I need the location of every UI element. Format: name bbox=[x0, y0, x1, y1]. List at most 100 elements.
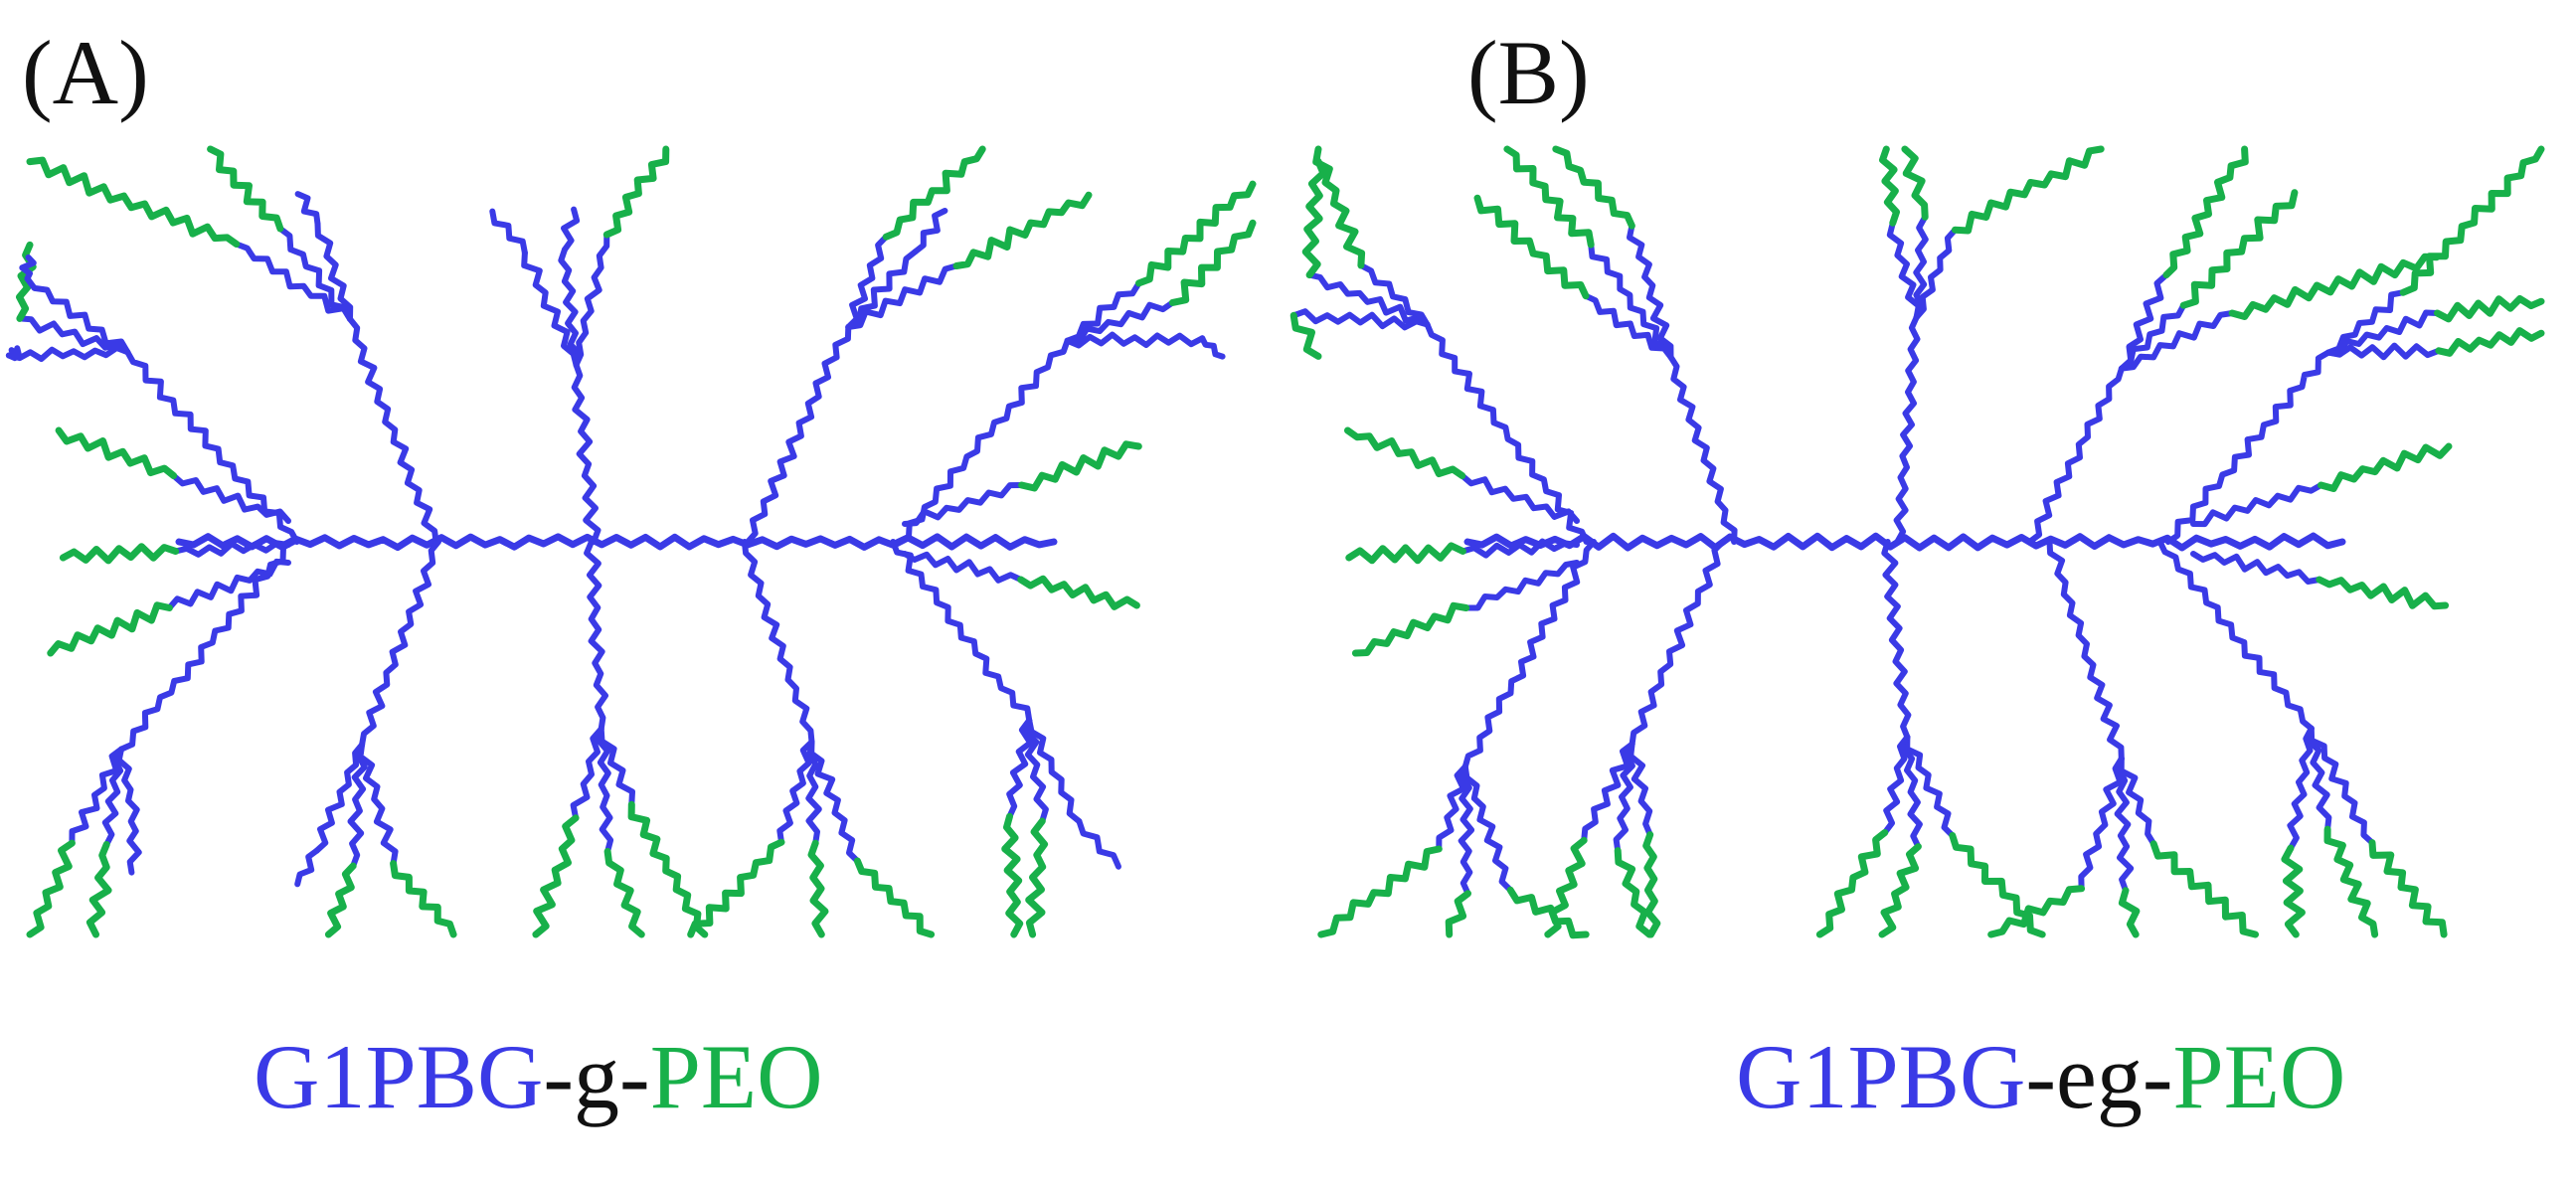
dendron-branch bbox=[1461, 539, 1597, 770]
dendron-branch bbox=[805, 739, 822, 847]
peo-arm bbox=[2118, 887, 2141, 938]
panel-label: (B) bbox=[1467, 22, 1590, 123]
peo-arm bbox=[207, 145, 284, 233]
dendron-branch bbox=[1613, 741, 1635, 854]
dendron-branch bbox=[1893, 314, 1921, 545]
dendron-branch bbox=[1904, 734, 1956, 839]
dendron-branch bbox=[1460, 538, 1580, 559]
peo-arm bbox=[1503, 145, 1595, 249]
peo-arm bbox=[2368, 839, 2448, 938]
peo-arm bbox=[1951, 145, 2105, 235]
dendron-branch bbox=[571, 362, 601, 545]
panel-b: (B) G1PBG-eg-PEO bbox=[1288, 0, 2576, 1185]
dendron-branch bbox=[233, 241, 353, 322]
peo-arm bbox=[1312, 145, 1366, 269]
dendron-branch bbox=[2114, 756, 2135, 894]
backbone bbox=[175, 533, 1058, 552]
peo-arm bbox=[1351, 601, 1470, 657]
dendron-branch bbox=[1629, 539, 1726, 748]
peo-arm bbox=[1289, 311, 1322, 360]
peo-arm bbox=[1544, 836, 1588, 938]
dendron-branch bbox=[2308, 725, 2375, 846]
dendron-branch bbox=[1357, 262, 1431, 328]
molecular-structure-diagram bbox=[1289, 145, 2545, 939]
peo-arm bbox=[1301, 157, 1327, 279]
dendron-branch bbox=[276, 226, 353, 322]
dendron-branch bbox=[1461, 763, 1514, 894]
dendron-branch bbox=[573, 232, 610, 368]
dendron-branch bbox=[1886, 220, 1922, 321]
dendron-branch bbox=[359, 539, 441, 748]
peo-arm bbox=[2399, 145, 2545, 296]
dendron-branch bbox=[1436, 763, 1468, 852]
peo-arm bbox=[26, 156, 241, 248]
peo-arm bbox=[952, 191, 1093, 269]
peo-arm bbox=[882, 145, 986, 241]
peo-arm bbox=[1344, 426, 1466, 479]
peo-arm bbox=[2149, 840, 2259, 938]
dendron-tip bbox=[294, 191, 321, 228]
caption-arm: PEO bbox=[2172, 1026, 2346, 1127]
dendron-tip bbox=[1076, 818, 1121, 870]
dendron-branch bbox=[1900, 734, 1923, 850]
peo-arm bbox=[2179, 189, 2299, 309]
dendron-branch bbox=[1006, 717, 1034, 820]
dendron-branch bbox=[1881, 734, 1911, 836]
peo-arm bbox=[55, 426, 178, 479]
peo-arm bbox=[390, 860, 457, 938]
peo-arm bbox=[1815, 829, 1889, 938]
dendron-branch bbox=[172, 540, 291, 558]
backbone bbox=[1463, 532, 2346, 552]
dendron-branch bbox=[2324, 342, 2442, 361]
peo-arm bbox=[532, 814, 580, 938]
caption-link: -eg- bbox=[2025, 1026, 2173, 1127]
dendron-branch bbox=[845, 262, 959, 330]
dendron-tip bbox=[126, 828, 142, 876]
peo-arm bbox=[1949, 832, 2046, 938]
peo-arm bbox=[1025, 817, 1049, 938]
dendron-branch bbox=[2324, 289, 2407, 356]
dendron-branch bbox=[166, 558, 291, 611]
dendron-branch bbox=[2046, 539, 2125, 762]
dendron-tip bbox=[561, 206, 581, 253]
caption: G1PBG-g-PEO bbox=[254, 1024, 823, 1129]
peo-arm bbox=[324, 862, 357, 938]
dendron-branch bbox=[357, 742, 399, 867]
dendron-tip bbox=[912, 208, 948, 255]
dendron-branch bbox=[1064, 279, 1142, 344]
dendron-branch bbox=[521, 250, 580, 368]
peo-arm bbox=[603, 848, 645, 938]
peo-arm bbox=[1168, 219, 1257, 306]
dendron-tip bbox=[1199, 335, 1226, 360]
dendron-branch bbox=[745, 324, 852, 545]
peo-arm bbox=[1017, 575, 1140, 610]
peo-arm bbox=[602, 145, 670, 239]
dendron-branch bbox=[314, 221, 354, 322]
dendron-tip bbox=[5, 345, 22, 362]
peo-arm bbox=[2228, 253, 2441, 320]
caption: G1PBG-eg-PEO bbox=[1736, 1024, 2345, 1129]
peo-arm bbox=[86, 841, 112, 938]
dendron-branch bbox=[1913, 227, 1959, 321]
dendron-branch bbox=[2324, 309, 2441, 358]
dendron-branch bbox=[1306, 271, 1431, 328]
dendron-branch bbox=[115, 746, 140, 834]
dendron-branch bbox=[2164, 349, 2331, 545]
peo-arm bbox=[2162, 145, 2249, 279]
panel-label: (A) bbox=[22, 22, 149, 123]
dendron-branch bbox=[558, 247, 583, 368]
dendron-branch bbox=[741, 539, 815, 746]
peo-arm bbox=[627, 800, 709, 938]
peo-arm bbox=[1614, 847, 1653, 938]
dendron-branch bbox=[584, 539, 608, 733]
peo-arm bbox=[1879, 145, 1900, 227]
peo-arm bbox=[687, 838, 785, 938]
peo-arm bbox=[1878, 843, 1922, 938]
peo-arm bbox=[26, 839, 76, 938]
dendron-branch bbox=[1064, 331, 1206, 349]
peo-arm bbox=[1506, 886, 1590, 939]
peo-arm bbox=[807, 839, 829, 938]
dendron-branch bbox=[347, 742, 368, 869]
peo-arm bbox=[2434, 295, 2545, 323]
dendron-branch bbox=[595, 726, 614, 855]
